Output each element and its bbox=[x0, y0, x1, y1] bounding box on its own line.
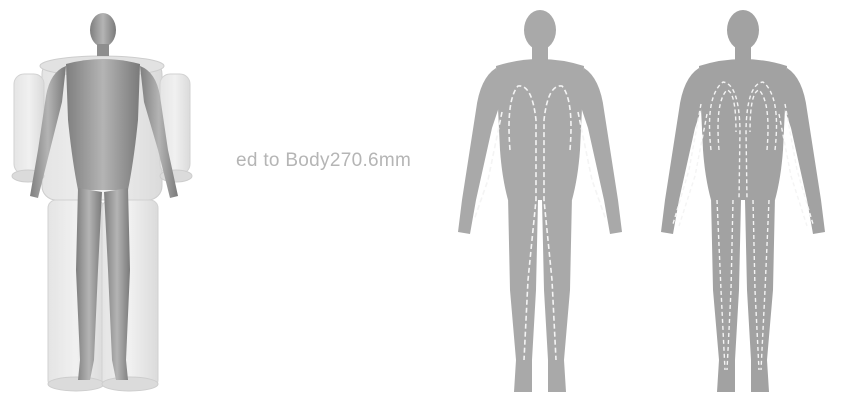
caption-title: ed to Body270.6mm bbox=[236, 150, 411, 172]
front-body-shape bbox=[458, 10, 622, 392]
front-silhouette-drawing bbox=[440, 0, 640, 397]
back-silhouette-figure bbox=[643, 0, 843, 397]
mannequin-3d-figure bbox=[0, 0, 240, 397]
back-body-shape bbox=[661, 10, 825, 392]
mannequin-3d-drawing bbox=[0, 0, 240, 397]
front-silhouette-figure bbox=[440, 0, 640, 397]
back-silhouette-drawing bbox=[643, 0, 843, 397]
